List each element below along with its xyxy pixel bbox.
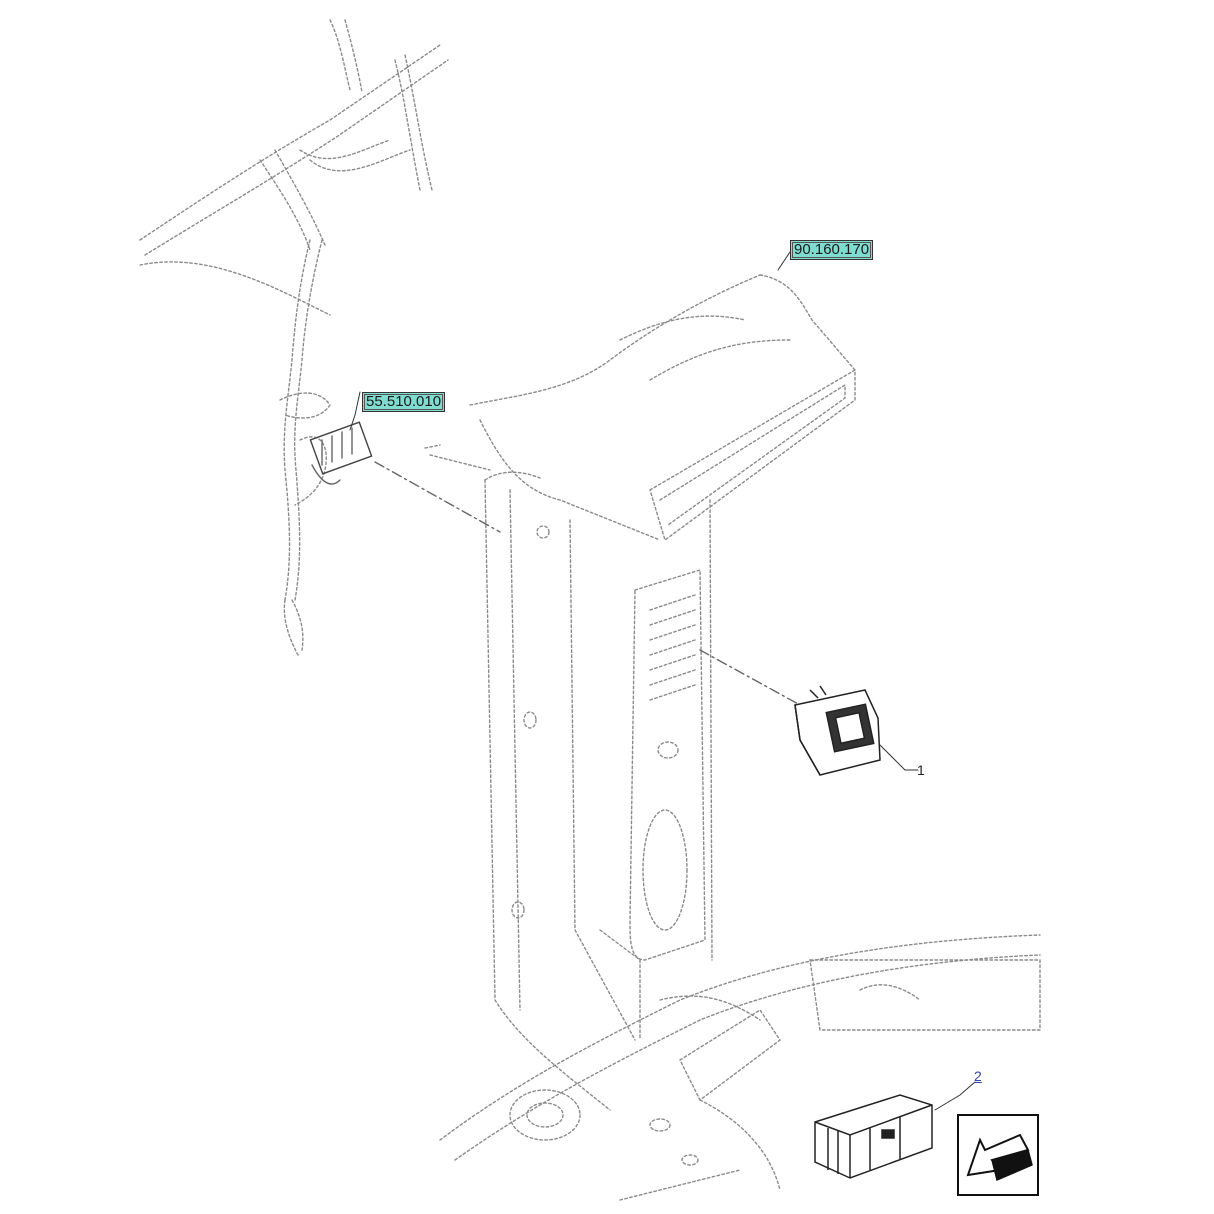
dashboard-console — [439, 934, 1041, 1201]
harness-reference-tag[interactable]: 55.510.010 — [362, 392, 446, 412]
cab-pillar-trim — [484, 471, 713, 1111]
air-duct[interactable] — [424, 274, 856, 542]
kit-box[interactable] — [814, 1094, 933, 1179]
back-arrow-icon[interactable] — [957, 1114, 1039, 1196]
duct-reference-tag[interactable]: 90.160.170 — [790, 240, 874, 260]
harness-connector[interactable] — [309, 421, 373, 485]
upper-wiring-harness — [139, 19, 449, 656]
callout-kit[interactable]: 2 — [974, 1068, 982, 1084]
explode-lines — [374, 461, 801, 706]
leader-lines — [349, 251, 976, 1111]
callout-switch: 1 — [917, 762, 925, 778]
vent-panel — [629, 569, 706, 961]
rocker-switch[interactable] — [794, 685, 881, 776]
